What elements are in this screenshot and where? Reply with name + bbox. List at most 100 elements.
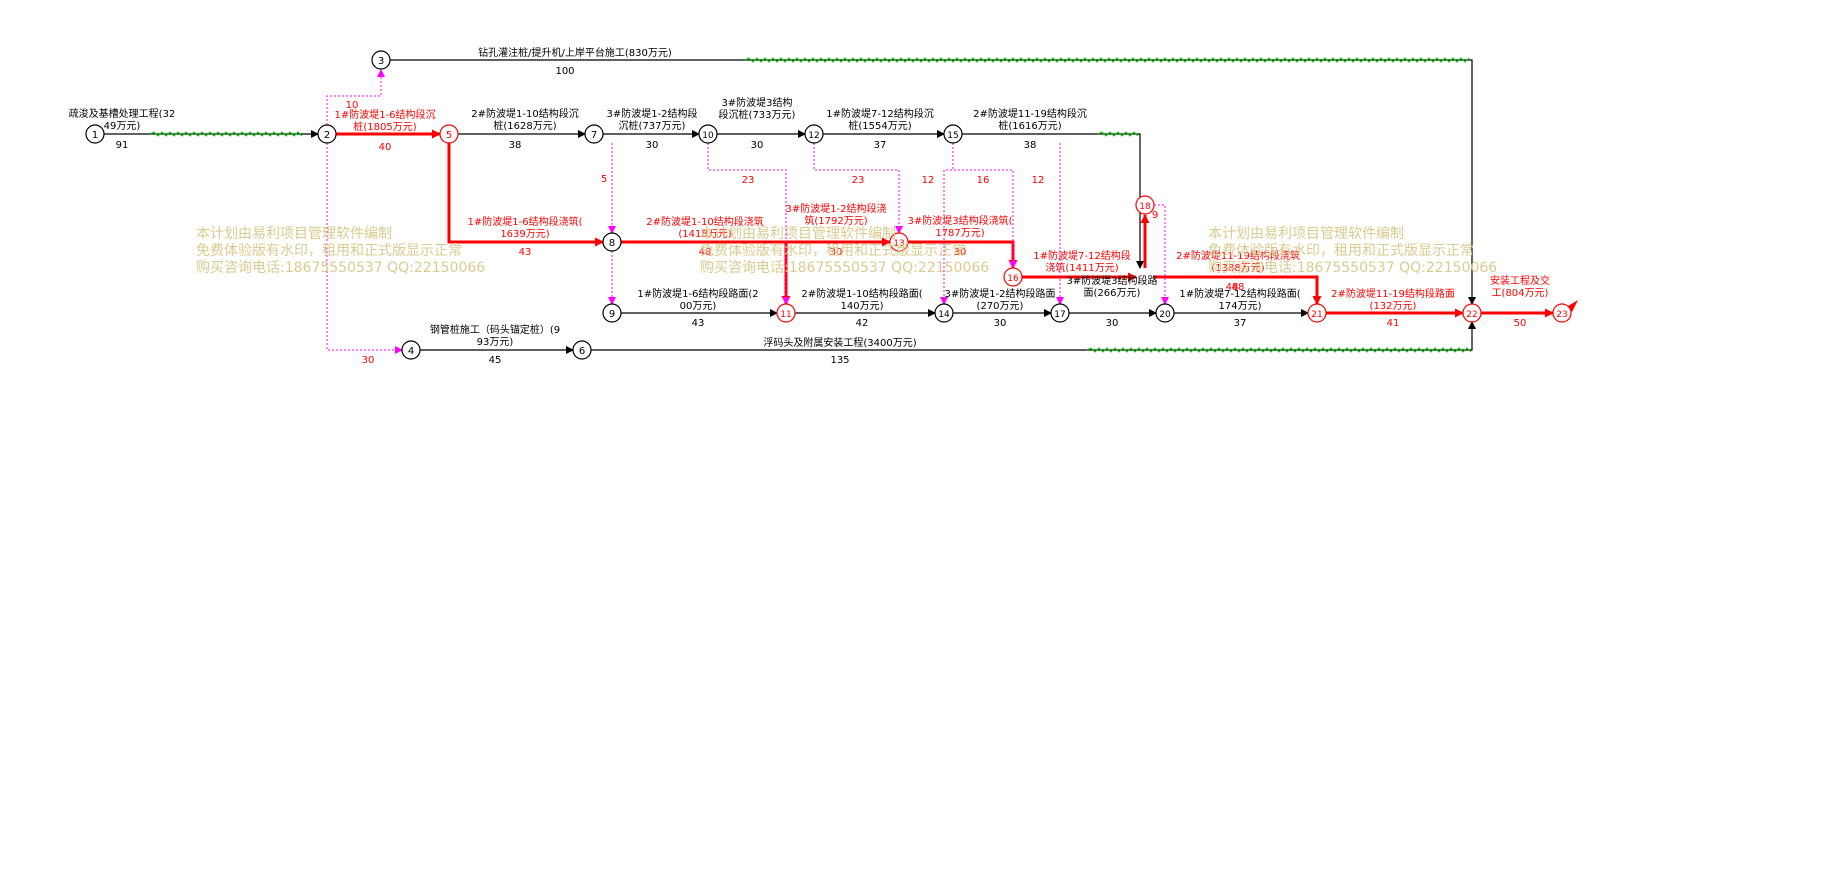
node-number: 10 [702,131,714,141]
activity-label-11-13: 3#防波堤1-2结构段浇 [785,202,886,215]
activity-duration-10-12: 30 [751,140,764,151]
activity-duration-2-5: 40 [379,142,392,153]
watermark-block-2: 本计划由易利项目管理软件编制 免费体验版有水印，租用和正式版显示正常 购买咨询电… [700,226,989,277]
activity-label-2-5: 桩(1805万元) [353,120,416,133]
activity-label-3-22: 钻孔灌注桩/提升机/上岸平台施工(830万元) [478,46,672,59]
activity-duration-13-16: 30 [954,247,967,258]
activity-arrow-5-8 [447,143,604,247]
activity-duration-17-20: 30 [1106,318,1119,329]
dummy-arrow-2-3 [326,69,385,125]
dummy-arrow-19-20 [1154,204,1169,305]
activity-duration-8-11: 48 [699,247,712,258]
dummy-arrow-15-16 [952,143,1017,269]
node-number: 3 [378,56,384,67]
node-circle [317,124,337,144]
activity-duration-12-15: 37 [874,140,887,151]
node-number: 23 [1556,310,1567,320]
node-circle [85,124,105,144]
node-11: 11 [776,303,796,323]
activity-label-15-19: 2#防波堤11-19结构段沉 [973,107,1087,120]
node-circle [371,50,391,70]
activity-arrow-15-19 [962,133,1144,269]
activity-label-12-15: 1#防波堤7-12结构段沉 [826,107,933,120]
activity-label-16-19: 1#防波堤7-12结构段 [1033,249,1130,262]
activity-duration-1-2: 91 [116,140,129,151]
node-number: 21 [1311,310,1322,320]
node-number: 16 [1007,274,1019,284]
node-17: 17 [1050,303,1070,323]
node-number: 2 [324,130,330,141]
node-number: 7 [591,130,597,141]
watermark-line: 购买咨询电话:18675550537 QQ:22150066 [1208,260,1498,276]
node-circle [1462,303,1482,323]
node-circle [804,124,824,144]
node-circle [572,340,592,360]
activity-duration-21-22: 41 [1387,318,1400,329]
node-number: 8 [609,238,615,249]
activity-label-13-16: 1787万元) [935,228,984,239]
activity-arrow-6-22 [591,321,1476,351]
activity-label-20-21: 1#防波堤7-12结构段路面( [1179,287,1300,300]
node-circle [1050,303,1070,323]
node-circle [698,124,718,144]
node-number: 11 [780,310,791,320]
node-circle [401,340,421,360]
node-circle [889,232,909,252]
dummy-label-15-16: 16 [977,175,990,186]
float-line-6-22 [1086,347,1472,353]
dummy-label-19-18: 9 [1152,210,1158,221]
dummy-label-12-13: 23 [852,175,865,186]
node-6: 6 [572,340,592,360]
node-circle [1552,303,1572,323]
activity-label-22-23: 工(804万元) [1492,288,1549,299]
activity-duration-15-19: 38 [1024,140,1037,151]
node-number: 20 [1159,310,1171,320]
end-flag-icon [1568,300,1578,312]
activity-label-22-23: 安装工程及交 [1490,274,1550,287]
node-12: 12 [804,124,824,144]
activity-label-15-19: 桩(1616万元) [998,119,1061,132]
node-number: 12 [808,131,819,141]
activity-label-2-5: 1#防波堤1-6结构段沉 [334,108,435,121]
node-circle [776,303,796,323]
dummy-label-7-8: 5 [601,174,607,185]
dummy-label-19-20: 48 [1226,282,1239,293]
node-circle [1135,195,1155,215]
node-number: 5 [446,130,452,141]
node-circle [1003,267,1023,287]
node-4: 4 [401,340,421,360]
activity-label-21-22: (132万元) [1370,301,1417,312]
node-circle [602,303,622,323]
activity-duration-7-10: 30 [646,140,659,151]
activity-label-8-11: 2#防波堤1-10结构段浇筑 [646,215,763,228]
activity-duration-3-22: 100 [555,66,574,77]
watermark-line: 本计划由易利项目管理软件编制 [196,226,392,242]
watermark-line: 购买咨询电话:18675550537 QQ:22150066 [700,260,990,276]
node-10: 10 [698,124,718,144]
activity-duration-9-11: 43 [692,318,705,329]
activity-label-14-17: (270万元) [977,301,1024,312]
node-circle [934,303,954,323]
activity-label-6-22: 浮码头及附属安装工程(3400万元) [763,336,916,349]
node-circle [439,124,459,144]
activity-label-1-2: 49万元) [104,121,141,132]
node-5: 5 [439,124,459,144]
node-22: 22 [1462,303,1482,323]
node-number: 4 [408,346,414,357]
activity-duration-20-21: 37 [1234,318,1247,329]
node-3: 3 [371,50,391,70]
dummy-label-2-3: 10 [346,100,359,111]
activity-label-11-14: 140万元) [841,301,884,312]
node-15: 15 [943,124,963,144]
node-circle [1155,303,1175,323]
activity-label-19-21: 2#防波堤11-19结构段浇筑 [1176,249,1300,262]
watermark-line: 免费体验版有水印，租用和正式版显示正常 [700,243,966,259]
node-23: 23 [1552,303,1572,323]
activity-duration-5-8: 43 [519,247,532,258]
watermark-line: 本计划由易利项目管理软件编制 [1208,226,1404,242]
activity-label-20-21: 174万元) [1219,301,1262,312]
node-7: 7 [584,124,604,144]
activity-duration-19-21: 48 [1232,282,1245,293]
activity-label-4-6: 钢管桩施工（码头锚定桩）(9 [430,323,560,336]
activity-label-12-15: 桩(1554万元) [848,119,911,132]
